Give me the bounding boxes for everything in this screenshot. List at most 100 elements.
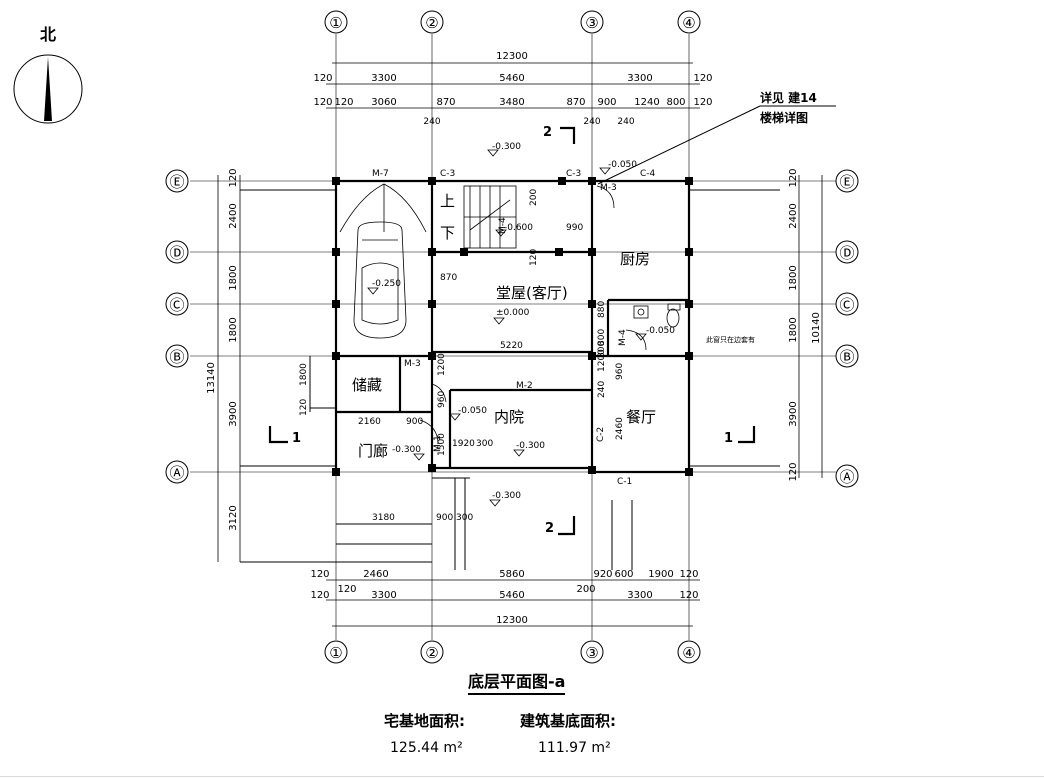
inner-d960a: 960 (437, 391, 447, 408)
dim-left-1: 2400 (228, 203, 239, 228)
level-l7: -0.050 (458, 406, 487, 416)
dim-top-r2-2: 5460 (499, 73, 524, 84)
dim-top-r2-0: 120 (313, 73, 332, 84)
stair-ref-line1: 详见 建14 (760, 90, 817, 105)
dim-top-r3-5: 870 (566, 97, 585, 108)
door-arc-icon (625, 329, 647, 351)
opening-c4: C-4 (640, 169, 656, 179)
dim-top-r3-4: 3480 (499, 97, 524, 108)
inner-d240: 240 (597, 381, 607, 398)
level-l9: -0.300 (392, 445, 421, 455)
dims-top: 12300 120 3300 5460 3300 120 120 120 306… (313, 51, 712, 127)
car-icon (353, 221, 407, 339)
axis-col-1-bottom: ① (329, 644, 342, 662)
inner-d3180: 3180 (372, 513, 395, 523)
stair-up-label: 上 (440, 192, 455, 210)
dim-bot-r2-0: 120 (310, 590, 329, 601)
axis-col-4-bottom: ④ (682, 644, 695, 662)
inner-d200: 200 (529, 189, 539, 206)
inner-d990: 990 (566, 223, 583, 233)
inner-d880: 880 (597, 301, 607, 318)
drawing-title: 底层平面图-a (468, 668, 566, 695)
dim-right-0: 120 (788, 168, 799, 187)
dim-left-2: 1800 (228, 265, 239, 290)
dim-right-2: 1800 (788, 265, 799, 290)
dim-bot-r3-7: 120 (679, 569, 698, 580)
dim-bot-r3-6: 1900 (648, 569, 673, 580)
axis-row-c-right: Ⓒ (839, 296, 854, 314)
inner-d900b: 900 (436, 513, 453, 523)
section-2-top: 2 (543, 125, 552, 140)
opening-c1: C-1 (617, 477, 632, 487)
room-hall: 堂屋(客厅) (496, 284, 568, 302)
section-2-bottom: 2 (545, 521, 554, 536)
building-area-value: 111.97 m² (538, 740, 611, 756)
axis-col-4-top: ④ (682, 14, 695, 32)
north-label: 北 (40, 25, 56, 44)
room-porch: 门廊 (358, 442, 388, 460)
dim-left-overall: 13140 (206, 362, 217, 394)
axis-row-a-right: Ⓐ (839, 468, 854, 486)
dim-top-r3-8: 800 (666, 97, 685, 108)
opening-c3a: C-3 (440, 169, 455, 179)
room-dining: 餐厅 (626, 408, 656, 426)
opening-m4a: M-4 (498, 217, 508, 234)
dim-right-overall: 10140 (811, 312, 822, 344)
inner-d800: 800 (597, 329, 607, 346)
dim-bot-r3-0: 120 (310, 569, 329, 580)
dim-bot-r3-3: 200 (576, 584, 595, 595)
stair-ref-line2: 楼梯详图 (760, 110, 808, 125)
dim-bot-r2-4: 3300 (627, 590, 652, 601)
inner-dims: 200 990 870 120 5220 880 800 1800 1200 9… (299, 189, 625, 523)
door-arc-icon (419, 419, 439, 445)
opening-m2: M-2 (516, 381, 533, 391)
north-arrow-circle-icon (13, 54, 83, 124)
axis-col-1-top: ① (329, 14, 342, 32)
dim-bot-r2-2: 3300 (371, 590, 396, 601)
axis-col-3-top: ③ (585, 14, 598, 32)
dim-top-r3-1: 120 (334, 97, 353, 108)
toilet-icon (666, 303, 681, 328)
level-l2: -0.050 (608, 160, 637, 170)
inner-d1200: 1200 (437, 353, 447, 376)
axis-row-d-left: Ⓓ (169, 244, 184, 262)
inner-d1920: 1920 (452, 439, 475, 449)
dim-left-5: 3120 (228, 505, 239, 530)
dim-right-1: 2400 (788, 203, 799, 228)
opening-c3b: C-3 (566, 169, 581, 179)
dim-bot-r3-1: 2460 (363, 569, 388, 580)
opening-m3a: M-3 (600, 183, 617, 193)
walls (334, 179, 691, 474)
dim-top-r2-1: 3300 (371, 73, 396, 84)
dim-top-r3-2: 3060 (371, 97, 396, 108)
room-kitchen: 厨房 (620, 250, 650, 268)
inner-d900: 900 (406, 417, 423, 427)
axis-bubbles-columns: ① ② ③ ④ ① ② ③ ④ (324, 10, 701, 664)
dim-bot-r2-3: 5460 (499, 590, 524, 601)
dim-left-0: 120 (228, 168, 239, 187)
axis-row-e-right: Ⓔ (839, 173, 854, 191)
dim-top-sub-1: 240 (583, 117, 600, 127)
room-courtyard: 内院 (494, 408, 524, 426)
site-area-value: 125.44 m² (390, 740, 463, 756)
bottom-rule (0, 776, 1044, 777)
room-storage: 储藏 (352, 376, 382, 394)
stair-reference-note: 详见 建14 楼梯详图 (597, 90, 836, 185)
columns (332, 177, 693, 476)
dim-top-overall: 12300 (496, 51, 528, 62)
site-area-label: 宅基地面积: (384, 712, 465, 730)
dim-top-r3-9: 120 (693, 97, 712, 108)
dims-bottom: 120 2460 5860 200 920 600 1900 120 120 1… (310, 569, 700, 627)
section-1-right: 1 (724, 431, 733, 446)
axis-row-c-left: Ⓒ (169, 296, 184, 314)
opening-c2: C-2 (596, 427, 606, 442)
inner-d800b: 800 (597, 341, 607, 358)
dims-right: 120 2400 1800 1800 3900 120 10140 (788, 168, 823, 482)
dim-top-r3-6: 900 (597, 97, 616, 108)
dim-top-r3-7: 1240 (634, 97, 659, 108)
inner-d1500: 1500 (437, 433, 447, 456)
garage-door-arc-icon (339, 183, 427, 233)
axis-row-b-right: Ⓑ (839, 348, 854, 366)
section-markers: 2 2 1 1 (268, 125, 756, 536)
dims-left: 13140 120 2400 1800 1800 3900 3120 (206, 168, 241, 562)
